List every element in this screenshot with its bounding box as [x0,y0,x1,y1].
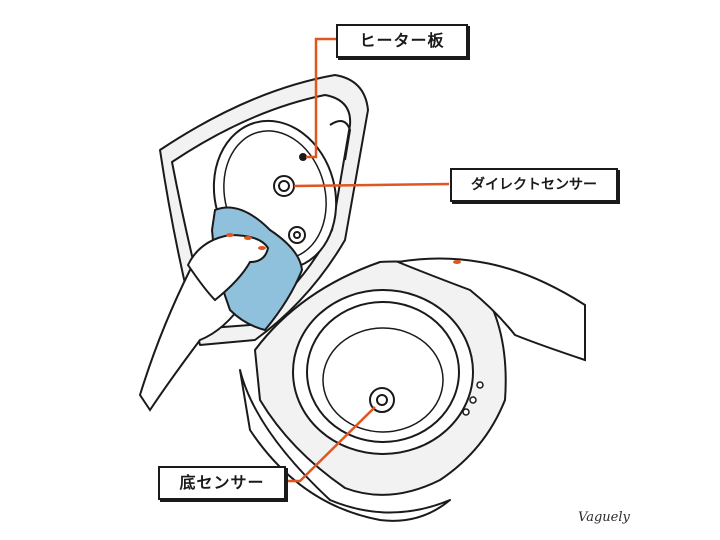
heater-plate-dot [299,153,307,161]
heater-plate-label: ヒーター板 [336,24,468,58]
bottom-sensor-label: 底センサー [158,466,286,500]
direct-sensor-label: ダイレクトセンサー [450,168,618,202]
direct-sensor [273,175,295,197]
steam-vent [288,226,306,244]
artist-signature: Vaguely [578,510,630,525]
body-buttons [462,381,484,416]
left-hand [186,233,270,302]
lid-latch [329,120,352,161]
leader-line-heater-plate [306,37,336,159]
left-hand-nails [226,233,266,250]
right-hand-nail [453,260,461,264]
bottom-sensor [369,387,395,413]
inner-pot [292,289,474,455]
leader-line-direct-sensor [293,182,450,188]
right-hand [394,257,586,362]
